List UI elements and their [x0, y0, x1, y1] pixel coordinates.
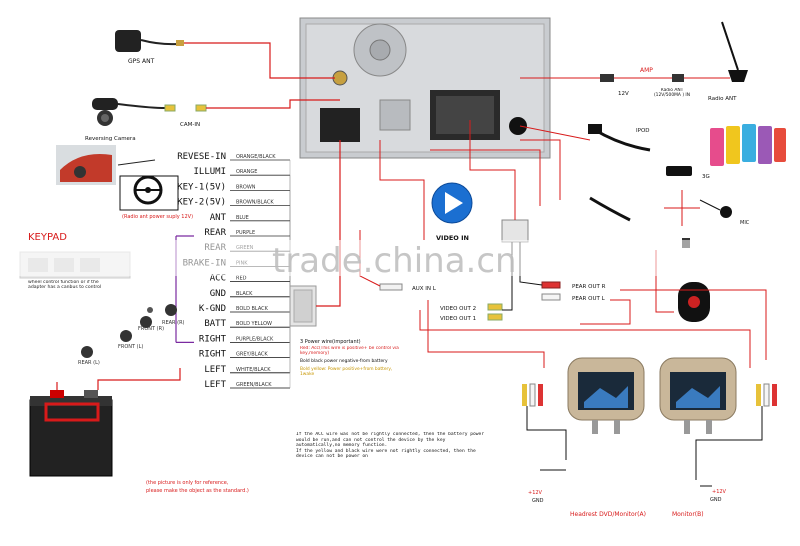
- play-button-icon: [431, 182, 473, 224]
- keypad-label: KEYPAD: [28, 232, 67, 243]
- rca-plugs: [522, 383, 777, 407]
- ipod-cable-icon: [588, 124, 651, 152]
- wire-color-label: ORANGE/BLACK: [236, 154, 276, 160]
- 3g-label: 3G: [702, 174, 710, 180]
- wire-color-label: PURPLE: [236, 230, 255, 236]
- keypad-note: wheel control function or if the adapter…: [28, 280, 102, 290]
- wire-name: ILLUMI: [193, 167, 226, 177]
- wire-color-label: ORANGE: [236, 169, 257, 175]
- reversing-camera-icon: [92, 98, 166, 126]
- bw-warning-note: If the yellow and black wire were not ri…: [296, 448, 476, 460]
- headrest-monitor-b: [659, 357, 737, 434]
- wire-color-label: BROWN: [236, 184, 256, 190]
- wire-color-label: GREEN/BLACK: [236, 382, 272, 388]
- watermark-text: trade.china.cn: [272, 241, 517, 281]
- wire-row: K-GND BOLD BLACK: [199, 304, 291, 314]
- wire-name: ACC: [210, 274, 226, 284]
- red-wire-note: Red: Acc(This wire is positive+ be contr…: [300, 346, 399, 356]
- head-unit: [299, 17, 551, 159]
- gnd-a-label: GND: [532, 498, 544, 504]
- yellow-wire-note: Bold yellow: Power positive+from battery…: [300, 367, 393, 377]
- mic-label: MIC: [740, 220, 750, 226]
- black-wire-note: Bold black power negative-from battery: [300, 359, 388, 364]
- wire-color-label: PURPLE/BLACK: [236, 336, 274, 342]
- watermark-band: [0, 240, 800, 276]
- monitor-b-label: Monitor(B): [672, 511, 704, 518]
- speaker-icons: [81, 304, 177, 358]
- picture-note-1: (the picture is only for reference,: [146, 480, 229, 486]
- power-title: 3 Power wire(important): [300, 339, 361, 345]
- pear-out-r-label: PEAR OUT R: [572, 284, 606, 290]
- radio-ant-label: Radio ANT: [708, 96, 737, 102]
- wire-row: RIGHT GREY/BLACK: [199, 306, 291, 360]
- steering-wheel-icon: [133, 175, 163, 205]
- video-out-1-label: VIDEO OUT 1: [440, 316, 476, 322]
- wire-color-label: BLACK: [236, 291, 253, 297]
- headrest-monitor-a: [567, 357, 645, 434]
- headrest-a-label: Headrest DVD/Monitor(A): [570, 511, 646, 518]
- wire-name: LEFT: [204, 365, 226, 375]
- wire-color-label: GREY/BLACK: [236, 352, 268, 358]
- wire-color-label: BOLD YELLOW: [236, 321, 272, 327]
- harness-plug: [289, 285, 317, 327]
- wire-color-label: BROWN/BLACK: [236, 200, 274, 206]
- amp-label: AMP: [640, 67, 653, 74]
- wire-name: GND: [210, 289, 226, 299]
- front-r-label: FRONT (R): [138, 326, 164, 332]
- 12v-label: 12V: [618, 91, 629, 97]
- gps-antenna-icon: [115, 30, 184, 52]
- wire-color-label: BLUE: [236, 215, 249, 221]
- ipod-label: IPOD: [636, 128, 650, 134]
- wire-name: KEY-1(5V): [177, 182, 226, 192]
- acc-warning-note: If the ACC wire was not be rightly conne…: [296, 432, 485, 449]
- wire-name: REVESE-IN: [177, 152, 226, 162]
- wire-name: ANT: [210, 213, 227, 223]
- rear-l-label: REAR (L): [78, 360, 100, 366]
- 3g-dongle-icon: [666, 166, 692, 176]
- usb-cable-icon: [589, 196, 631, 222]
- wire-name: KEY-2(5V): [177, 198, 226, 208]
- rear-r-label: REAR (R): [162, 320, 185, 326]
- radio-ant-power-label: Radio ANT (12V/500MA ) IN: [653, 88, 691, 98]
- wire-name: RIGHT: [199, 350, 227, 360]
- wire-name: RIGHT: [199, 334, 227, 344]
- picture-note-2: please make the object as the standard.): [146, 488, 249, 494]
- front-l-label: FRONT (L): [118, 344, 143, 350]
- video-in-label: VIDEO IN: [436, 234, 469, 242]
- wire-name: BATT: [204, 319, 226, 329]
- radio-ant-supply-note: (Radio ant power suply 12V): [122, 214, 193, 220]
- gnd-b-label: GND: [710, 497, 722, 503]
- mic-icon: [699, 199, 732, 218]
- aux-in-label: AUX IN L: [412, 286, 437, 292]
- radio-antenna-icon: [721, 21, 748, 82]
- car-rear-image: [56, 145, 116, 185]
- wire-name: REAR: [204, 228, 226, 238]
- gps-ant-label: GPS ANT: [128, 58, 155, 65]
- 12v-b-label: +12V: [712, 489, 727, 495]
- pear-out-l-label: PEAR OUT L: [572, 296, 606, 302]
- 12v-a-label: +12V: [528, 490, 543, 496]
- wire-color-label: WHITE/BLACK: [236, 367, 271, 373]
- battery-image: [29, 390, 113, 477]
- ipod-devices-image: [710, 124, 786, 166]
- wire-color-label: BOLD BLACK: [236, 306, 269, 312]
- cam-in-label: CAM-IN: [180, 122, 200, 128]
- reversing-camera-label: Reversing Camera: [85, 136, 136, 142]
- video-out-2-label: VIDEO OUT 2: [440, 306, 476, 312]
- wire-name: LEFT: [204, 380, 226, 390]
- wire-color-label: RED: [236, 276, 247, 282]
- wire-name: K-GND: [199, 304, 226, 314]
